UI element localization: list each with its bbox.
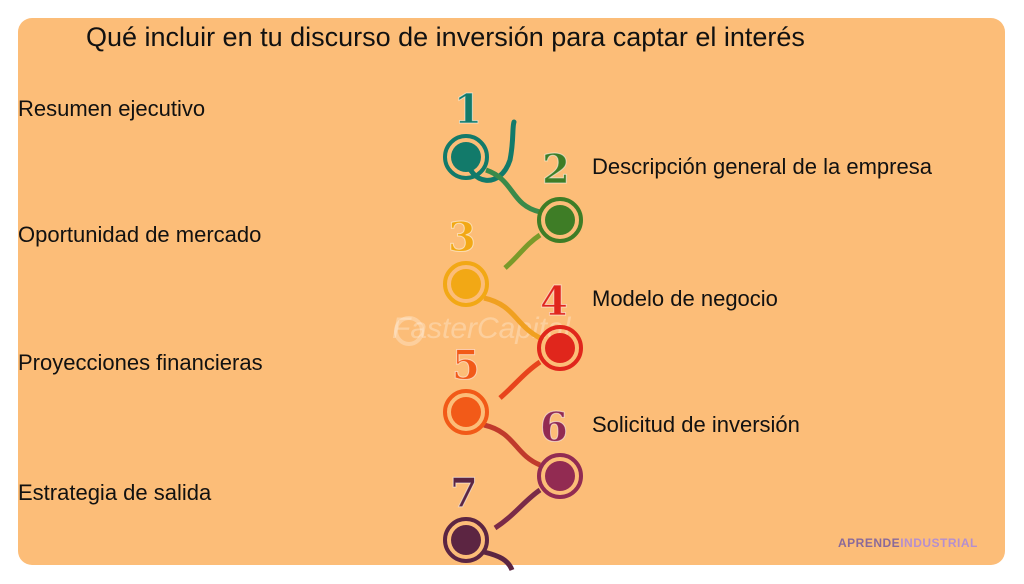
step-2-circle — [537, 197, 583, 243]
step-5-circle — [443, 389, 489, 435]
brand-part-1: APRENDE — [838, 536, 901, 550]
brand-part-2: INDUSTRIAL — [900, 536, 978, 550]
infographic-card — [18, 18, 1005, 565]
step-3-circle — [443, 261, 489, 307]
step-6-label: Solicitud de inversión — [592, 412, 800, 437]
step-5-number: 5 — [452, 342, 481, 390]
step-3-number: 3 — [448, 214, 477, 262]
step-4-number: 4 — [540, 278, 569, 326]
watermark-logo-icon — [394, 316, 424, 346]
step-6-circle — [537, 453, 583, 499]
step-1-number: 1 — [454, 86, 483, 134]
step-3-label: Oportunidad de mercado — [18, 222, 262, 247]
step-2-label: Descripción general de la empresa — [592, 154, 932, 179]
step-1-label: Resumen ejecutivo — [18, 96, 206, 121]
step-7-number: 7 — [450, 470, 479, 518]
step-7-label: Estrategia de salida — [18, 480, 212, 505]
step-7-circle — [443, 517, 489, 563]
step-4-label: Modelo de negocio — [592, 286, 778, 311]
brand-logo: APRENDEINDUSTRIAL — [838, 536, 978, 550]
step-6-number: 6 — [540, 404, 569, 452]
step-4-circle — [537, 325, 583, 371]
step-2-number: 2 — [542, 146, 571, 194]
page-title: Qué incluir en tu discurso de inversión … — [86, 22, 805, 52]
step-5-label: Proyecciones financieras — [18, 350, 263, 375]
step-1-circle — [443, 134, 489, 180]
